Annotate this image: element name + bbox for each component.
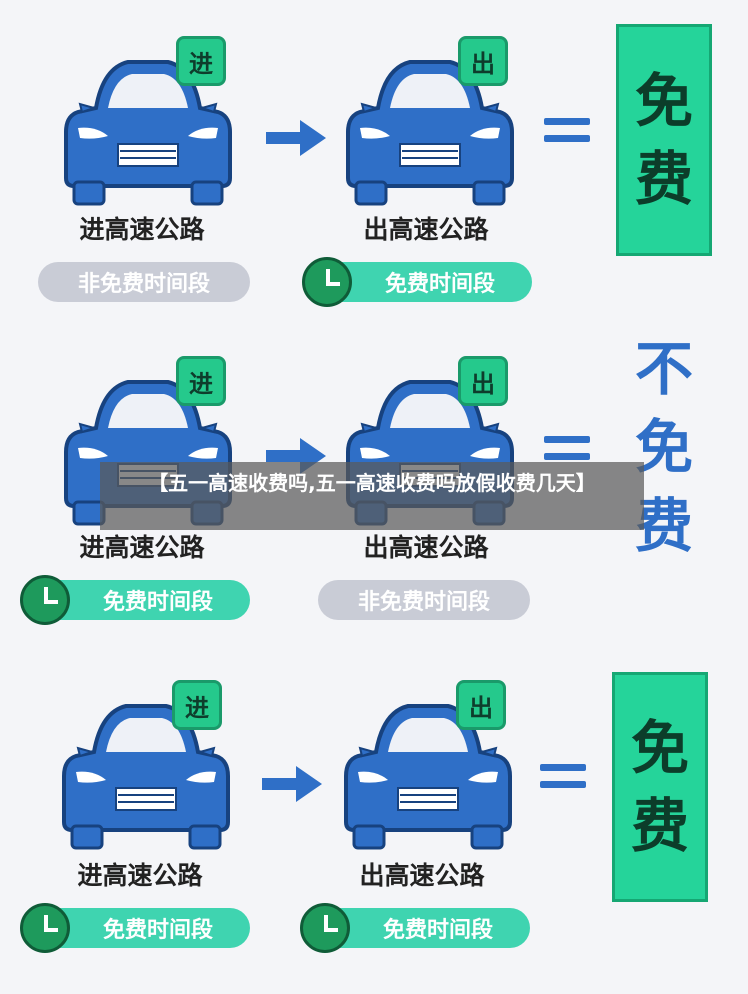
equals-icon — [544, 118, 590, 148]
equals-icon — [540, 764, 586, 794]
enter-caption: 进高速公路 — [79, 533, 205, 562]
equals-icon — [544, 436, 590, 466]
time-pill: 免费时间段 — [40, 908, 250, 948]
exit-caption: 出高速公路 — [363, 215, 489, 244]
enter-tag: 进 — [176, 356, 226, 406]
enter-caption: 进高速公路 — [79, 215, 205, 244]
clock-icon — [20, 903, 70, 953]
enter-caption: 进高速公路 — [77, 861, 203, 890]
arrow-icon — [262, 766, 322, 802]
time-pill: 非免费时间段 — [38, 262, 250, 302]
result-free: 免 费 — [616, 24, 712, 256]
enter-tag: 进 — [176, 36, 226, 86]
result-not-free: 不 免 费 — [634, 335, 693, 560]
result-free: 免 费 — [612, 672, 708, 902]
exit-tag: 出 — [456, 680, 506, 730]
time-pill: 免费时间段 — [322, 262, 532, 302]
clock-icon — [300, 903, 350, 953]
time-pill: 非免费时间段 — [318, 580, 530, 620]
time-pill: 免费时间段 — [40, 580, 250, 620]
exit-caption: 出高速公路 — [359, 861, 485, 890]
clock-icon — [302, 257, 352, 307]
clock-icon — [20, 575, 70, 625]
exit-tag: 出 — [458, 36, 508, 86]
time-pill: 免费时间段 — [320, 908, 530, 948]
arrow-icon — [266, 120, 326, 156]
exit-caption: 出高速公路 — [363, 533, 489, 562]
title-banner: 【五一高速收费吗,五一高速收费吗放假收费几天】 — [100, 462, 644, 530]
exit-tag: 出 — [458, 356, 508, 406]
enter-tag: 进 — [172, 680, 222, 730]
